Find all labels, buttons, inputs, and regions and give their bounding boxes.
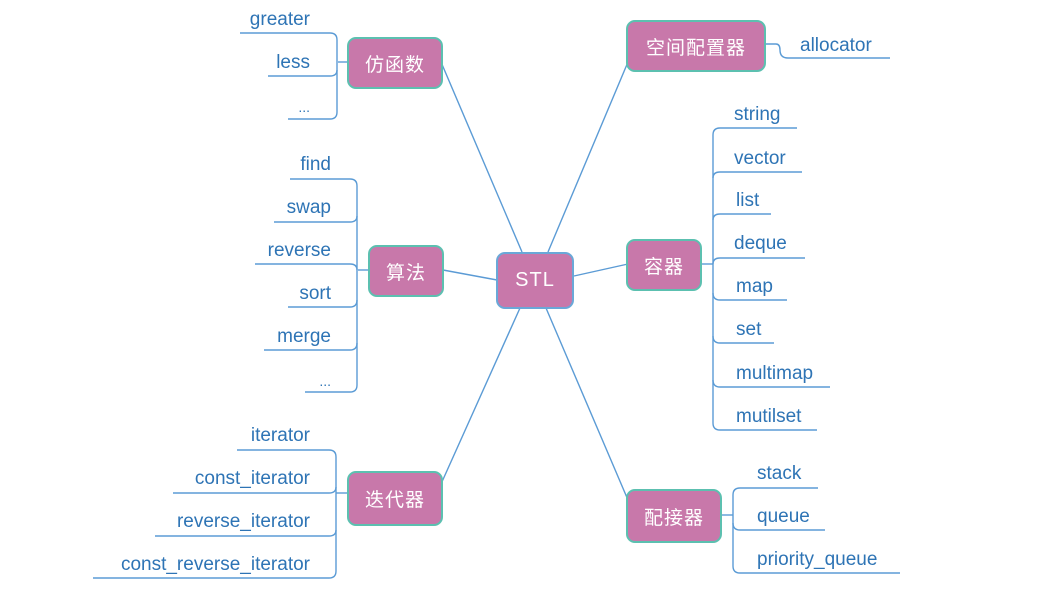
leaf-deque[interactable]: deque: [734, 233, 787, 254]
branch-node-adapter[interactable]: 配接器: [626, 489, 722, 543]
leaf-less[interactable]: less: [276, 52, 310, 73]
branch-node-algorithm[interactable]: 算法: [368, 245, 444, 297]
branch-label: 配接器: [643, 506, 704, 529]
leaf-list[interactable]: list: [736, 190, 760, 211]
leaf-find[interactable]: find: [300, 154, 331, 175]
leaf-const-iterator[interactable]: const_iterator: [194, 468, 310, 489]
leaf-algorithm-more[interactable]: ...: [319, 373, 331, 389]
branch-label: 空间配置器: [645, 36, 746, 59]
leaf-iterator[interactable]: iterator: [250, 425, 310, 446]
leaf-greater[interactable]: greater: [249, 9, 310, 30]
leaf-string[interactable]: string: [734, 104, 781, 125]
leaf-functor-more[interactable]: ...: [298, 99, 310, 115]
branch-node-iterator[interactable]: 迭代器: [347, 471, 443, 526]
branch-node-functor[interactable]: 仿函数: [347, 37, 443, 89]
leaf-const-reverse-iterator[interactable]: const_reverse_iterator: [120, 554, 310, 575]
leaf-sort[interactable]: sort: [299, 283, 331, 304]
leaf-mutilset[interactable]: mutilset: [736, 406, 802, 427]
branch-label: 容器: [643, 255, 684, 278]
leaf-merge[interactable]: merge: [277, 326, 331, 347]
leaf-set[interactable]: set: [736, 319, 762, 340]
branch-label: 迭代器: [364, 489, 425, 511]
leaf-map[interactable]: map: [736, 276, 773, 297]
leaf-swap[interactable]: swap: [286, 197, 331, 218]
root-label: STL: [515, 269, 555, 291]
branch-node-allocator[interactable]: 空间配置器: [626, 20, 766, 72]
leaf-reverse[interactable]: reverse: [267, 240, 331, 261]
leaf-stack[interactable]: stack: [757, 463, 802, 484]
root-node-stl[interactable]: STL: [496, 252, 574, 309]
branch-label: 算法: [385, 261, 426, 284]
leaf-priority-queue[interactable]: priority_queue: [757, 549, 878, 570]
branch-node-container[interactable]: 容器: [626, 239, 702, 291]
leaf-vector[interactable]: vector: [734, 148, 786, 169]
leaf-queue[interactable]: queue: [757, 506, 810, 527]
leaf-reverse-iterator[interactable]: reverse_iterator: [176, 511, 310, 532]
branch-label: 仿函数: [364, 53, 425, 76]
leaf-multimap[interactable]: multimap: [736, 363, 814, 384]
leaf-allocator[interactable]: allocator: [800, 35, 872, 56]
